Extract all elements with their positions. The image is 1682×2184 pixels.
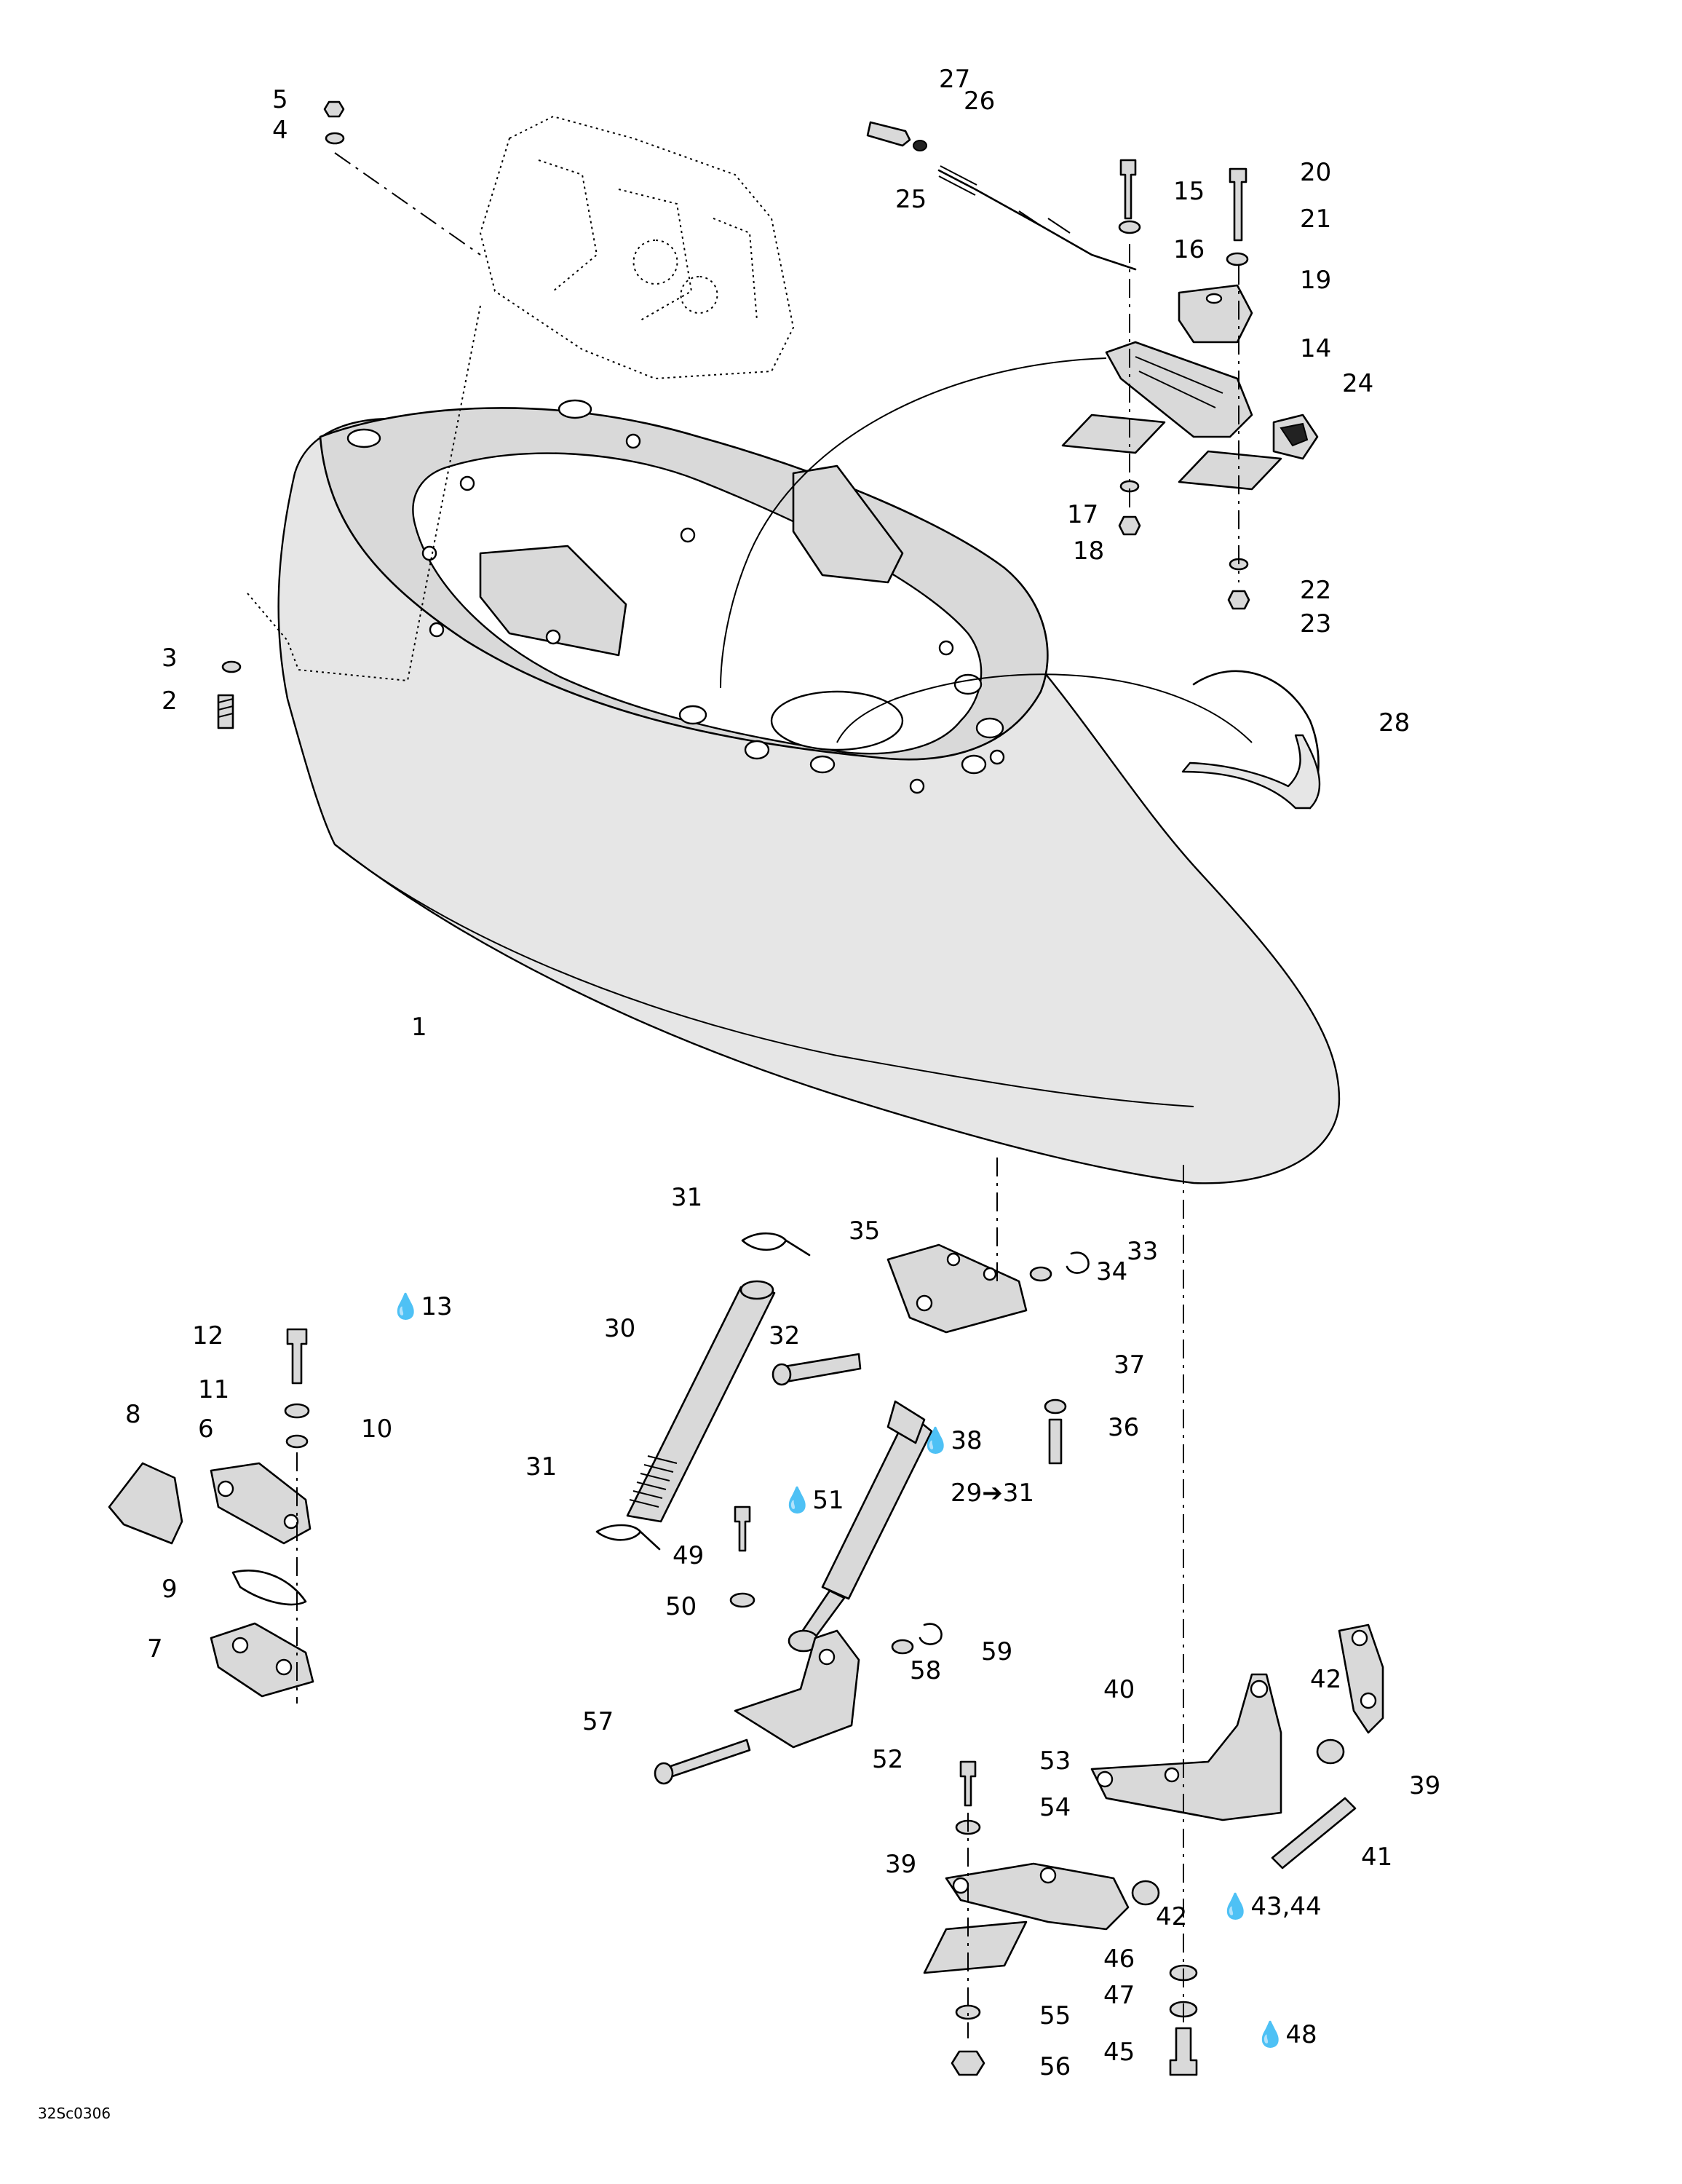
engine-block-ghost bbox=[247, 115, 795, 681]
callout-47: 45 bbox=[1103, 2038, 1135, 2067]
callout-48: 46 bbox=[1103, 1944, 1135, 1974]
callout-23: 23 bbox=[1300, 609, 1331, 638]
callout-49: 47 bbox=[1103, 1981, 1135, 2010]
callout-4: 4 bbox=[272, 116, 288, 145]
callout-24: 24 bbox=[1342, 369, 1373, 398]
callout-7: 7 bbox=[147, 1634, 163, 1663]
callout-36: 35 bbox=[849, 1216, 880, 1246]
callout-38: 37 bbox=[1114, 1350, 1145, 1380]
callout-10: 10 bbox=[361, 1415, 392, 1444]
callout-50: 💧48 bbox=[1255, 2020, 1317, 2049]
callout-44: 42 bbox=[1310, 1665, 1341, 1694]
callout-31: 31 bbox=[671, 1183, 702, 1212]
callout-54: 52 bbox=[872, 1745, 903, 1774]
shock-assembly bbox=[595, 1158, 1090, 1653]
callout-42: 40 bbox=[1103, 1675, 1135, 1704]
callout-32: 31 bbox=[525, 1452, 557, 1481]
callout-2: 2 bbox=[162, 687, 178, 716]
callout-61: 59 bbox=[981, 1637, 1012, 1666]
callout-39: 💧38 bbox=[920, 1426, 983, 1455]
callout-5: 5 bbox=[272, 85, 288, 114]
callout-41: 39 bbox=[885, 1850, 916, 1879]
trim-strip-part-28 bbox=[1181, 670, 1321, 810]
callout-6: 6 bbox=[198, 1415, 214, 1444]
callout-27: 27 bbox=[939, 65, 970, 94]
callout-20: 20 bbox=[1300, 158, 1331, 187]
callout-15: 15 bbox=[1173, 177, 1205, 206]
clamp-assembly bbox=[108, 1328, 314, 1704]
cable-assembly bbox=[866, 121, 1137, 271]
callout-30: 30 bbox=[604, 1314, 635, 1343]
callout-52: 50 bbox=[665, 1592, 697, 1621]
callout-33: 32 bbox=[769, 1321, 800, 1350]
callout-9: 9 bbox=[162, 1575, 178, 1604]
callout-57: 55 bbox=[1039, 2001, 1071, 2030]
callout-labels: 123456789101112💧131415161718192021222324… bbox=[125, 65, 1440, 2081]
callout-29: 29➔31 bbox=[951, 1479, 1034, 1508]
callout-56: 54 bbox=[1039, 1793, 1071, 1822]
callout-13: 💧13 bbox=[390, 1292, 453, 1321]
callout-60: 58 bbox=[910, 1656, 941, 1685]
callout-55: 53 bbox=[1039, 1746, 1071, 1776]
pivot-arm-assembly bbox=[923, 1165, 1384, 2076]
callout-14: 14 bbox=[1300, 334, 1331, 363]
callout-34: 33 bbox=[1127, 1237, 1158, 1266]
callout-51: 49 bbox=[673, 1541, 704, 1570]
callout-59: 57 bbox=[582, 1707, 614, 1736]
leader-arc-14 bbox=[720, 357, 1107, 689]
leader-arc-28 bbox=[836, 673, 1253, 743]
callout-53: 💧51 bbox=[782, 1486, 844, 1515]
callout-25: 25 bbox=[895, 185, 927, 214]
callout-18: 18 bbox=[1073, 537, 1104, 566]
callout-26: 26 bbox=[964, 87, 995, 116]
callout-46: 💧43,44 bbox=[1220, 1892, 1322, 1921]
callout-35: 34 bbox=[1096, 1257, 1127, 1286]
diagram-code: 32Sc0306 bbox=[38, 2105, 111, 2122]
callout-21: 21 bbox=[1300, 205, 1331, 234]
callout-1: 1 bbox=[411, 1013, 427, 1042]
callout-45: 42 bbox=[1156, 1902, 1187, 1931]
callout-8: 8 bbox=[125, 1400, 141, 1429]
callout-16: 16 bbox=[1173, 235, 1205, 264]
callout-22: 22 bbox=[1300, 576, 1331, 605]
callout-37: 36 bbox=[1108, 1413, 1139, 1442]
callout-43: 41 bbox=[1361, 1843, 1392, 1872]
callout-3: 3 bbox=[162, 644, 178, 673]
callout-40: 39 bbox=[1409, 1771, 1440, 1800]
callout-28: 28 bbox=[1378, 708, 1410, 737]
lower-mount-assembly bbox=[654, 1506, 943, 1785]
callout-58: 56 bbox=[1039, 2052, 1071, 2081]
callout-19: 19 bbox=[1300, 266, 1331, 295]
hull-part-1 bbox=[277, 399, 1341, 1184]
fasteners-top-left bbox=[217, 100, 481, 729]
callout-17: 17 bbox=[1067, 500, 1098, 529]
bracket-assembly bbox=[1061, 159, 1319, 610]
callout-12: 12 bbox=[192, 1321, 223, 1350]
callout-11: 11 bbox=[198, 1375, 229, 1404]
